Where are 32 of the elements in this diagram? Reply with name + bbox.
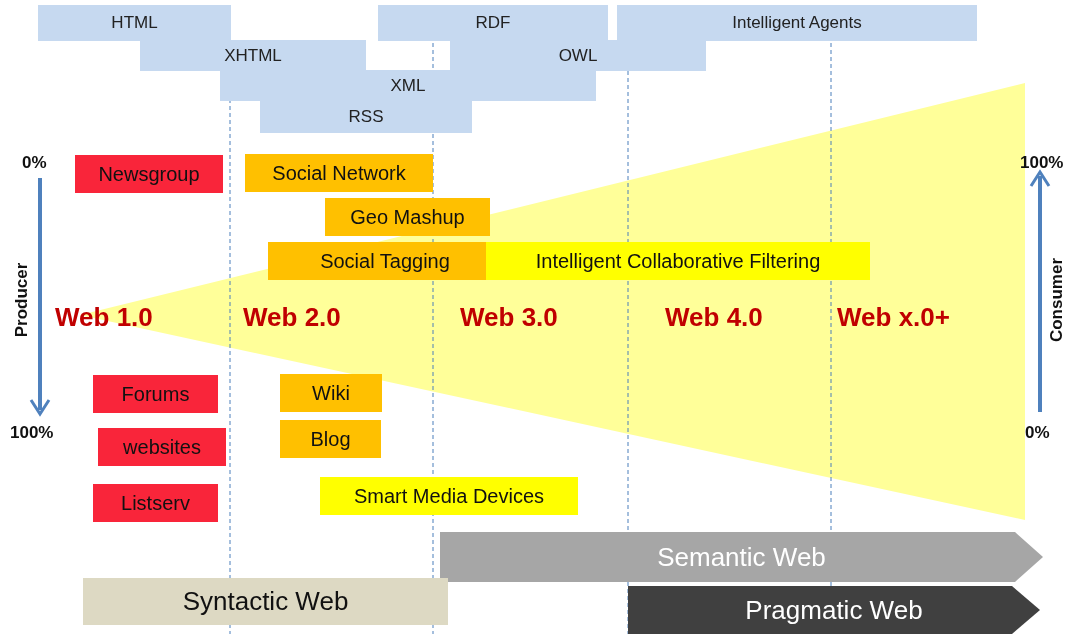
technology-band: OWL <box>450 40 706 71</box>
arrow-band: Pragmatic Web <box>628 586 1040 634</box>
web3-box: Smart Media Devices <box>320 477 578 515</box>
technology-band: HTML <box>38 5 231 41</box>
era-label: Web x.0+ <box>837 301 950 334</box>
era-band: Syntactic Web <box>83 578 448 625</box>
web1-box: Newsgroup <box>75 155 223 193</box>
axis-label: Producer <box>11 262 33 338</box>
web2-box: Social Tagging <box>268 242 486 280</box>
web1-box: Listserv <box>93 484 218 522</box>
technology-band: RDF <box>378 5 608 41</box>
scale-label: 0% <box>1025 422 1050 444</box>
technology-band: XML <box>220 70 596 101</box>
web1-box: websites <box>98 428 226 466</box>
scale-label: 100% <box>1020 152 1064 174</box>
web3-box: Intelligent Collaborative Filtering <box>486 242 870 280</box>
scale-label: 100% <box>10 422 54 444</box>
web2-box: Wiki <box>280 374 382 412</box>
era-label: Web 1.0 <box>55 301 153 334</box>
technology-band: RSS <box>260 100 472 133</box>
era-label: Web 3.0 <box>460 301 558 334</box>
web2-box: Geo Mashup <box>325 198 490 236</box>
technology-band: XHTML <box>140 40 366 71</box>
arrow-band: Semantic Web <box>440 532 1043 582</box>
web2-box: Social Network <box>245 154 433 192</box>
web2-box: Blog <box>280 420 381 458</box>
era-label: Web 2.0 <box>243 301 341 334</box>
web1-box: Forums <box>93 375 218 413</box>
era-label: Web 4.0 <box>665 301 763 334</box>
scale-label: 0% <box>22 152 47 174</box>
axis-label: Consumer <box>1046 257 1068 343</box>
technology-band: Intelligent Agents <box>617 5 977 41</box>
